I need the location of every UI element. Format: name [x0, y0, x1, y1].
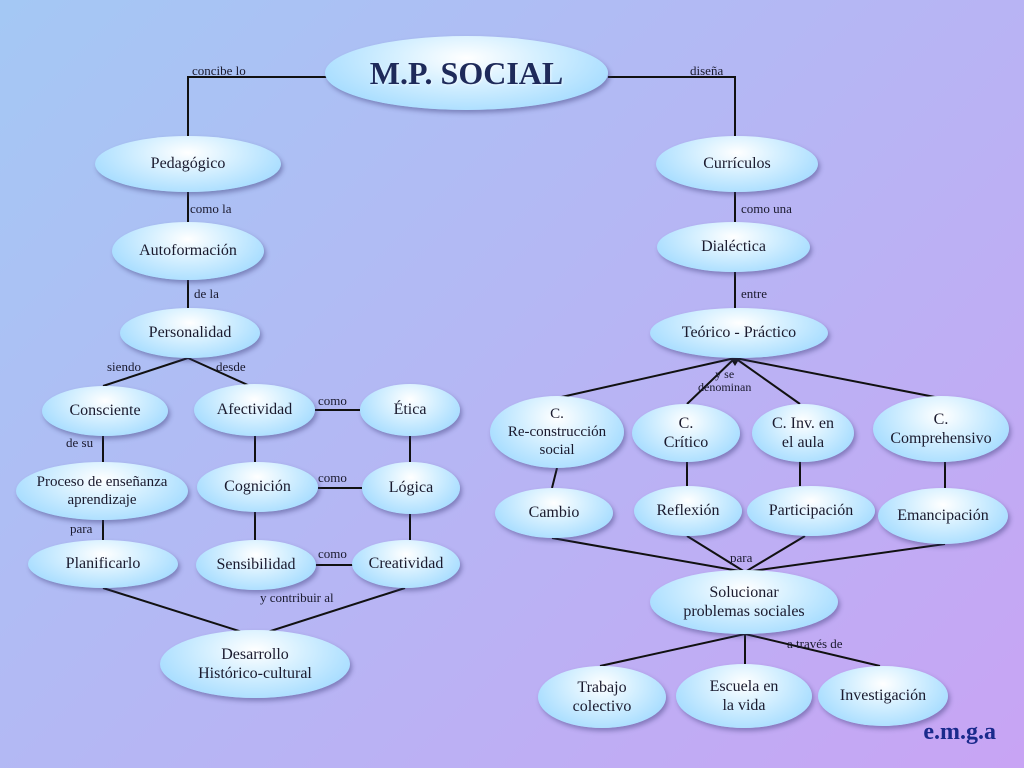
line-teorico-critico	[686, 357, 736, 405]
node-sensibilidad: Sensibilidad	[196, 540, 316, 590]
node-dialectica: Dialéctica	[657, 222, 810, 272]
node-desarrollo: Desarrollo Histórico-cultural	[160, 630, 350, 698]
node-proceso: Proceso de enseñanza aprendizaje	[16, 462, 188, 520]
label-a-traves-de: a través de	[787, 636, 843, 651]
label-para-left: para	[70, 521, 93, 536]
node-reflexion: Reflexión	[634, 486, 742, 536]
node-c-inv: C. Inv. en el aula	[752, 404, 854, 462]
node-planificarlo: Planificarlo	[28, 540, 178, 588]
node-escuela: Escuela en la vida	[676, 664, 812, 728]
label-concibe-lo: concibe lo	[192, 63, 246, 78]
line-reconstruccion-cambio	[551, 467, 558, 489]
label-para-right: para	[730, 550, 753, 565]
label-como-la: como la	[190, 201, 232, 216]
node-c-critico: C. Crítico	[632, 404, 740, 462]
line-participacion-solucionar	[744, 535, 806, 573]
line-cambio-solucionar	[551, 537, 746, 573]
node-autoformacion: Autoformación	[112, 222, 264, 280]
line-creatividad-desarrollo	[254, 587, 406, 637]
line-title-pedagogico	[187, 76, 328, 136]
node-c-reconstruccion: C. Re-construcción social	[490, 396, 624, 468]
title-node: M.P. SOCIAL	[325, 36, 608, 110]
node-personalidad: Personalidad	[120, 308, 260, 358]
node-curriculos: Currículos	[656, 136, 818, 192]
node-etica: Ética	[360, 384, 460, 436]
line-reflexion-solucionar	[686, 535, 746, 573]
node-trabajo: Trabajo colectivo	[538, 666, 666, 728]
line-planificarlo-desarrollo	[102, 587, 256, 637]
line-teorico-reconstruccion	[556, 357, 736, 399]
line-solucionar-trabajo	[599, 633, 746, 667]
node-consciente: Consciente	[42, 386, 168, 436]
node-cambio: Cambio	[495, 488, 613, 538]
node-afectividad: Afectividad	[194, 384, 315, 436]
label-y-se-denominan: y se denominan	[698, 367, 752, 395]
label-de-la: de la	[194, 286, 219, 301]
node-creatividad: Creatividad	[352, 540, 460, 588]
label-y-contribuir-al: y contribuir al	[260, 590, 334, 605]
node-c-comprehensivo: C. Comprehensivo	[873, 396, 1009, 462]
line-teorico-comprehensivo	[734, 357, 941, 399]
arrow-head	[730, 358, 740, 366]
node-solucionar: Solucionar problemas sociales	[650, 570, 838, 634]
label-como-cognicion-logica: como	[318, 470, 347, 485]
node-teorico-practico: Teórico - Práctico	[650, 308, 828, 358]
line-personalidad-consciente	[102, 357, 189, 387]
node-participacion: Participación	[747, 486, 875, 536]
label-como-sensibilidad-creatividad: como	[318, 546, 347, 561]
label-como-una: como una	[741, 201, 792, 216]
line-emancipacion-solucionar	[744, 543, 946, 573]
node-investigacion: Investigación	[818, 666, 948, 726]
label-como-afectividad-etica: como	[318, 393, 347, 408]
node-pedagogico: Pedagógico	[95, 136, 281, 192]
signature: e.m.g.a	[923, 719, 996, 745]
line-teorico-inv	[734, 357, 801, 405]
line-personalidad-afectividad	[187, 357, 251, 387]
label-desde: desde	[216, 359, 246, 374]
node-emancipacion: Emancipación	[878, 488, 1008, 544]
label-entre: entre	[741, 286, 767, 301]
line-solucionar-investigacion	[744, 633, 881, 667]
node-logica: Lógica	[362, 462, 460, 514]
label-siendo: siendo	[107, 359, 141, 374]
node-cognicion: Cognición	[197, 462, 318, 512]
label-disena: diseña	[690, 63, 724, 78]
label-de-su: de su	[66, 435, 94, 450]
line-title-curriculos	[608, 76, 736, 136]
